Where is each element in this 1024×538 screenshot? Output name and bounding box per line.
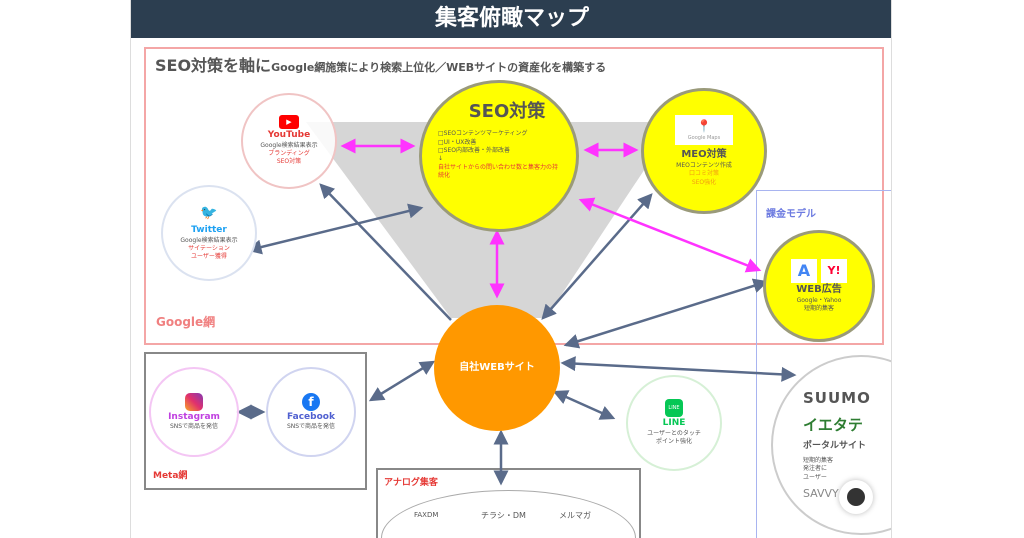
- suumo-logo: SUUMO: [803, 389, 871, 408]
- meo-node: 📍Google Maps MEO対策 MEOコンテンツ作成 口コミ対策 SEO強…: [641, 88, 767, 214]
- own-website-title: 自社WEBサイト: [459, 362, 535, 373]
- ietate-logo: イエタテ: [803, 416, 863, 435]
- line-desc: ユーザーとのタッチ: [647, 429, 701, 437]
- portal-line: 発注者に: [803, 465, 828, 473]
- web-ad-title: WEB広告: [796, 283, 842, 295]
- analog-item: FAXDM: [414, 511, 439, 519]
- seo-title: SEO対策: [468, 101, 546, 122]
- twitter-node: 🐦 Twitter Google検索結果表示 サイテーション ユーザー獲得: [161, 185, 257, 281]
- arrow-line-site: [552, 390, 616, 420]
- line-node: LINE LINE ユーザーとのタッチ ポイント強化: [626, 375, 722, 471]
- instagram-desc: SNSで商品を発信: [169, 423, 219, 431]
- meta-network-label: Meta網: [153, 471, 188, 481]
- page-title: 集客俯瞰マップ: [131, 0, 891, 38]
- youtube-title: YouTube: [267, 130, 311, 141]
- facebook-desc: SNSで商品を発信: [286, 423, 336, 431]
- meta-network-box: [144, 352, 367, 490]
- line-icon: LINE: [665, 399, 683, 418]
- youtube-icon: ▶: [279, 115, 299, 130]
- own-website-node: 自社WEBサイト: [434, 305, 560, 431]
- map-pin-icon: 📍: [696, 119, 712, 133]
- seo-item: ↓: [438, 155, 444, 163]
- facebook-title: Facebook: [287, 411, 335, 422]
- portal-title: ポータルサイト: [803, 441, 867, 452]
- portal-line: 短期的集客: [803, 457, 834, 465]
- seo-item: □UI・UX改善: [438, 138, 477, 146]
- diagram-canvas: 集客俯瞰マップ SEO対策を軸にGoogle網施策により検索上位: [130, 0, 892, 538]
- facebook-node: f Facebook SNSで商品を発信: [266, 367, 356, 457]
- twitter-red-line: ユーザー獲得: [191, 253, 227, 261]
- web-ad-node: A Y! WEB広告 Google・Yahoo 短期的集客: [763, 230, 875, 342]
- analog-label: アナログ集客: [384, 478, 438, 488]
- chat-icon: [847, 488, 865, 506]
- portal-line: ユーザー: [803, 473, 827, 481]
- savvy-logo: SAVVY: [803, 487, 839, 501]
- analog-item: チラシ・DM: [481, 511, 526, 520]
- seo-node: SEO対策 □SEOコンテンツマーケティング □UI・UX改善 □SEO内部改善…: [419, 80, 579, 232]
- google-ads-icon: A: [791, 258, 817, 283]
- analog-box: [376, 468, 641, 538]
- google-maps-label: Google Maps: [687, 134, 721, 141]
- web-ad-line: Google・Yahoo: [796, 296, 842, 304]
- chat-widget-button[interactable]: [839, 480, 873, 514]
- twitter-icon: 🐦: [200, 205, 218, 222]
- line-desc: ポイント強化: [655, 438, 692, 446]
- twitter-line: Google検索結果表示: [180, 236, 238, 244]
- heading-big: SEO対策を軸に: [155, 56, 272, 75]
- google-box-heading: SEO対策を軸にGoogle網施策により検索上位化／WEBサイトの資産化を構築す…: [155, 57, 606, 77]
- instagram-icon: [185, 392, 203, 411]
- meo-title: MEO対策: [681, 148, 727, 160]
- meo-red-line: SEO強化: [691, 178, 717, 186]
- meo-line: MEOコンテンツ作成: [676, 161, 732, 169]
- twitter-red-line: サイテーション: [188, 244, 230, 252]
- seo-item: □SEOコンテンツマーケティング: [438, 130, 528, 138]
- youtube-node: ▶ YouTube Google検索結果表示 ブランディング SEO対策: [241, 93, 337, 189]
- yahoo-icon: Y!: [821, 258, 847, 283]
- twitter-title: Twitter: [191, 224, 227, 235]
- paid-model-label: 課金モデル: [766, 209, 816, 220]
- line-title: LINE: [662, 418, 686, 429]
- arrow-meta-site: [368, 360, 436, 402]
- facebook-icon: f: [302, 392, 320, 411]
- instagram-title: Instagram: [168, 411, 220, 422]
- google-network-label: Google網: [156, 315, 216, 329]
- meo-red-line: 口コミ対策: [688, 170, 719, 178]
- analog-item: メルマガ: [559, 511, 591, 520]
- seo-item: □SEO内部改善・外部改善: [438, 146, 510, 154]
- google-maps-logo: 📍Google Maps: [675, 114, 733, 145]
- youtube-red-line: ブランディング: [268, 150, 310, 158]
- instagram-node: Instagram SNSで商品を発信: [149, 367, 239, 457]
- youtube-line: Google検索結果表示: [260, 141, 318, 149]
- seo-result: 自社サイトからの問い合わせ数と集客力の持続化: [438, 163, 559, 180]
- ad-logos: A Y!: [791, 258, 847, 283]
- heading-small: Google網施策により検索上位化／WEBサイトの資産化を構築する: [271, 61, 607, 74]
- web-ad-line: 短期的集客: [803, 305, 834, 312]
- youtube-red-line: SEO対策: [276, 158, 302, 166]
